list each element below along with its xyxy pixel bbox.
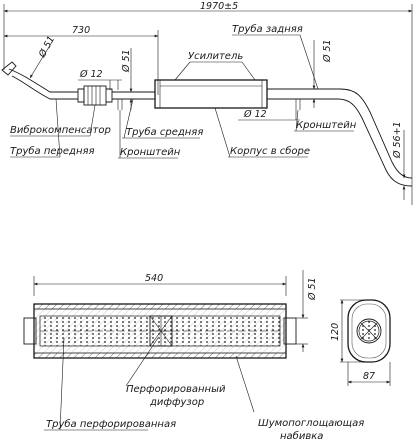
muffler-height-dimension: 120 [330,299,368,363]
overall-length-value: 1970±5 [200,1,238,12]
reinforcement-callout: Усилитель [174,51,256,81]
muffler-width-dimension: 87 [347,362,391,386]
middle-pipe [112,91,155,110]
front-pipe-callout: Труба передняя [10,98,95,158]
front-pipe-label: Труба передняя [10,145,95,157]
exhaust-assembly-view: 1970±5 730 Ø 51 [1,1,413,205]
muffler-cross-section [347,299,391,363]
bracket-dia-left-value: Ø 12 [79,69,103,80]
vibration-compensator-label: Виброкомпенсатор [10,124,111,136]
front-pipe [1,61,85,103]
muffler-length-dimension: 540 [33,273,287,296]
front-pipe-diameter: Ø 51 [29,34,57,79]
perforated-pipe-label: Труба перфорированная [46,418,176,430]
sound-packing-label-1: Шумопоглощающая [258,418,364,429]
rear-pipe-callout: Труба задняя [232,23,319,90]
muffler-section [23,303,297,359]
bracket-left-label: Кронштейн [120,147,181,158]
rear-pipe-diameter: Ø 51 [312,39,333,108]
muffler-height-value: 120 [330,323,341,341]
middle-pipe-callout: Труба средняя [122,98,203,139]
bracket-right-label: Кронштейн [296,120,357,131]
muffler-pipe-dia-value: Ø 51 [307,277,318,301]
perforated-diffuser-label-1: Перфорированный [126,384,226,395]
bracket-left-callout: Кронштейн [118,110,181,159]
sound-packing-callout: Шумопоглощающая набивка [235,355,364,442]
rear-pipe-label: Труба задняя [232,23,303,35]
middle-pipe-label: Труба средняя [126,126,203,138]
muffler-section-view: 540 Ø 51 [23,270,391,442]
middle-pipe-dia-value: Ø 51 [121,49,132,73]
front-pipe-dia-value: Ø 51 [36,34,57,60]
front-length-dimension: 730 [3,25,159,95]
body-assembly-label: Корпус в сборе [230,145,310,157]
tail-dia-value: Ø 56+1 [392,121,403,159]
middle-pipe-diameter: Ø 51 [121,48,133,110]
bracket-dia-right-dim: Ø 12 [238,109,300,121]
front-length-value: 730 [72,25,90,36]
muffler-body [154,79,268,109]
muffler-width-value: 87 [363,371,375,382]
vibration-compensator-callout: Виброкомпенсатор [10,104,111,137]
rear-pipe [267,88,413,187]
bracket-dia-right-value: Ø 12 [243,109,267,120]
bracket-dia-left-dim: Ø 12 [78,69,122,90]
perforated-diffuser-callout: Перфорированный диффузор [125,337,226,408]
perforated-diffuser-label-2: диффузор [149,397,204,408]
tail-diameter: Ø 56+1 [392,121,406,200]
sound-packing-label-2: набивка [280,430,323,442]
body-assembly-callout: Корпус в сборе [214,107,310,158]
bracket-right-callout: Кронштейн [294,109,357,132]
vibration-compensator [83,85,113,106]
muffler-length-value: 540 [145,273,163,284]
muffler-pipe-diameter: Ø 51 [296,270,318,352]
reinforcement-label: Усилитель [188,51,243,62]
perforated-pipe-callout: Труба перфорированная [44,337,176,431]
rear-pipe-dia-value: Ø 51 [322,39,333,63]
